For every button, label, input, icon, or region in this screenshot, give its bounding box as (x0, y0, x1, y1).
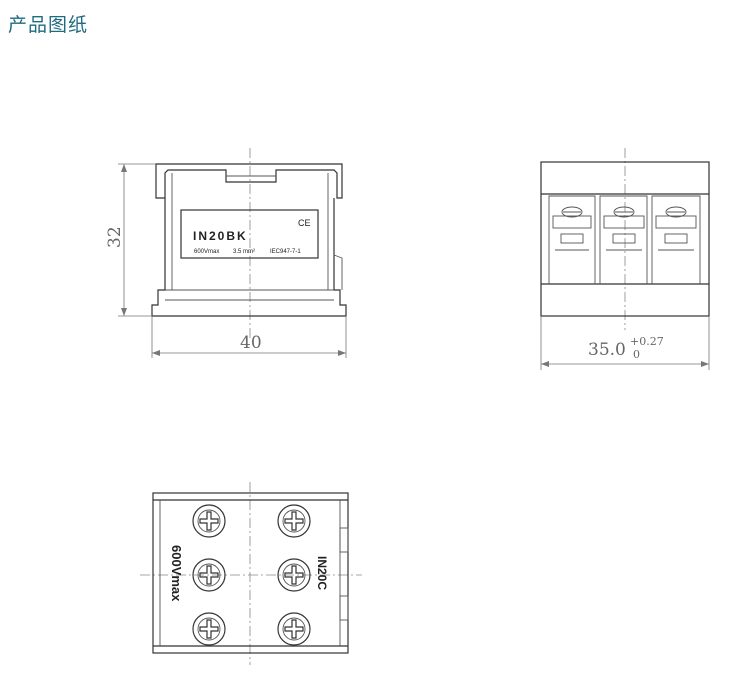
top-body-outline (152, 492, 349, 654)
front-body-outline (155, 163, 343, 199)
top-side-slot-1 (339, 527, 349, 553)
spec-area-label: 3.5 mm² (233, 249, 255, 255)
model-label: IN20BK (193, 229, 248, 243)
side-terminal-2 (599, 195, 648, 284)
top-view: 600Vmax IN20C (140, 482, 362, 665)
front-view: IN20BK 600Vmax 3.5 mm² IEC947-7-1 CE 32 … (105, 148, 347, 358)
screw-icon (277, 504, 311, 538)
spec-voltage-label: 600Vmax (194, 249, 219, 255)
width-dim-text: 40 (240, 333, 262, 353)
page-title: 产品图纸 (8, 14, 89, 36)
side-dim-text: 35.0 (588, 340, 626, 360)
screw-icon (192, 612, 226, 646)
side-body-outline (540, 161, 710, 317)
side-tol-upper: +0.27 (630, 335, 664, 348)
top-side-slot-2 (339, 595, 349, 621)
top-right-label: IN20C (315, 556, 329, 590)
front-side-step (333, 254, 343, 290)
top-left-label: 600Vmax (169, 545, 184, 602)
side-tol-lower: 0 (633, 348, 640, 361)
screw-icon (277, 558, 311, 592)
front-body-lower (151, 198, 347, 317)
screw-icon (277, 612, 311, 646)
spec-standard-label: IEC947-7-1 (270, 249, 301, 255)
side-terminal-1 (548, 195, 596, 284)
screw-icon (192, 558, 226, 592)
front-label-plate (180, 209, 319, 259)
screw-icon (192, 504, 226, 538)
ce-mark: CE (298, 218, 311, 228)
height-dim-text: 32 (105, 226, 125, 248)
side-view: 35.0 +0.27 0 (540, 148, 710, 370)
side-terminal-3 (651, 195, 701, 284)
